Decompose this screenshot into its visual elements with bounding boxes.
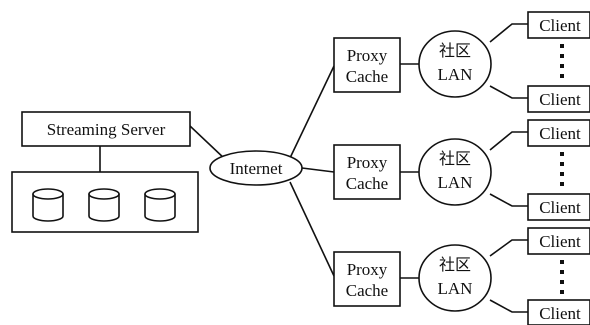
client-label: Client (539, 16, 581, 35)
internet-label: Internet (230, 159, 283, 178)
disk-icon (32, 188, 64, 222)
client-node: Client (527, 227, 590, 255)
internet-to-proxy-2-line (301, 167, 335, 173)
internet-to-proxy-1-line (289, 65, 335, 159)
proxy-cache-label-line2: Cache (346, 67, 388, 86)
proxy-cache-label-line1: Proxy (347, 260, 388, 279)
lan-label-line1: 社区 (439, 256, 471, 274)
lan-2-to-client-top-line (489, 131, 528, 151)
client-node: Client (527, 119, 590, 147)
proxy-cache-2: Proxy Cache (333, 144, 401, 200)
community-lan-1: 社区 LAN (418, 30, 492, 98)
client-label: Client (539, 198, 581, 217)
lan-label-line2: LAN (438, 65, 473, 84)
internet-to-proxy-3-line (289, 181, 335, 277)
server-to-internet-line (189, 125, 227, 161)
proxy-cache-label-line2: Cache (346, 174, 388, 193)
client-label: Client (539, 124, 581, 143)
proxy-cache-1: Proxy Cache (333, 37, 401, 93)
client-node: Client (527, 299, 590, 325)
proxy-cache-3: Proxy Cache (333, 251, 401, 307)
proxy-cache-label-line2: Cache (346, 281, 388, 300)
client-ellipsis (560, 152, 564, 186)
lan-2-to-client-bottom-line (489, 193, 528, 207)
streaming-server-label: Streaming Server (47, 120, 166, 139)
storage-array (11, 171, 199, 233)
client-label: Client (539, 90, 581, 109)
lan-3-to-client-bottom-line (489, 299, 528, 313)
proxy-cache-label-line1: Proxy (347, 153, 388, 172)
disk-icon (88, 188, 120, 222)
disk-icon (144, 188, 176, 222)
client-node: Client (527, 85, 590, 113)
client-node: Client (527, 193, 590, 221)
client-ellipsis (560, 44, 564, 78)
lan-label-line1: 社区 (439, 42, 471, 60)
client-label: Client (539, 304, 581, 323)
client-label: Client (539, 232, 581, 251)
lan-1-to-client-top-line (489, 23, 528, 43)
lan-label-line1: 社区 (439, 150, 471, 168)
proxy-cache-label-line1: Proxy (347, 46, 388, 65)
streaming-server-node: Streaming Server (21, 111, 191, 147)
community-lan-2: 社区 LAN (418, 138, 492, 206)
lan-3-to-client-top-line (489, 239, 528, 257)
community-lan-3: 社区 LAN (418, 244, 492, 312)
client-ellipsis (560, 260, 564, 294)
lan-1-to-client-bottom-line (489, 85, 528, 99)
connector-lines (99, 23, 528, 313)
internet-node: Internet (209, 150, 303, 186)
lan-label-line2: LAN (438, 279, 473, 298)
lan-label-line2: LAN (438, 173, 473, 192)
client-node: Client (527, 11, 590, 39)
